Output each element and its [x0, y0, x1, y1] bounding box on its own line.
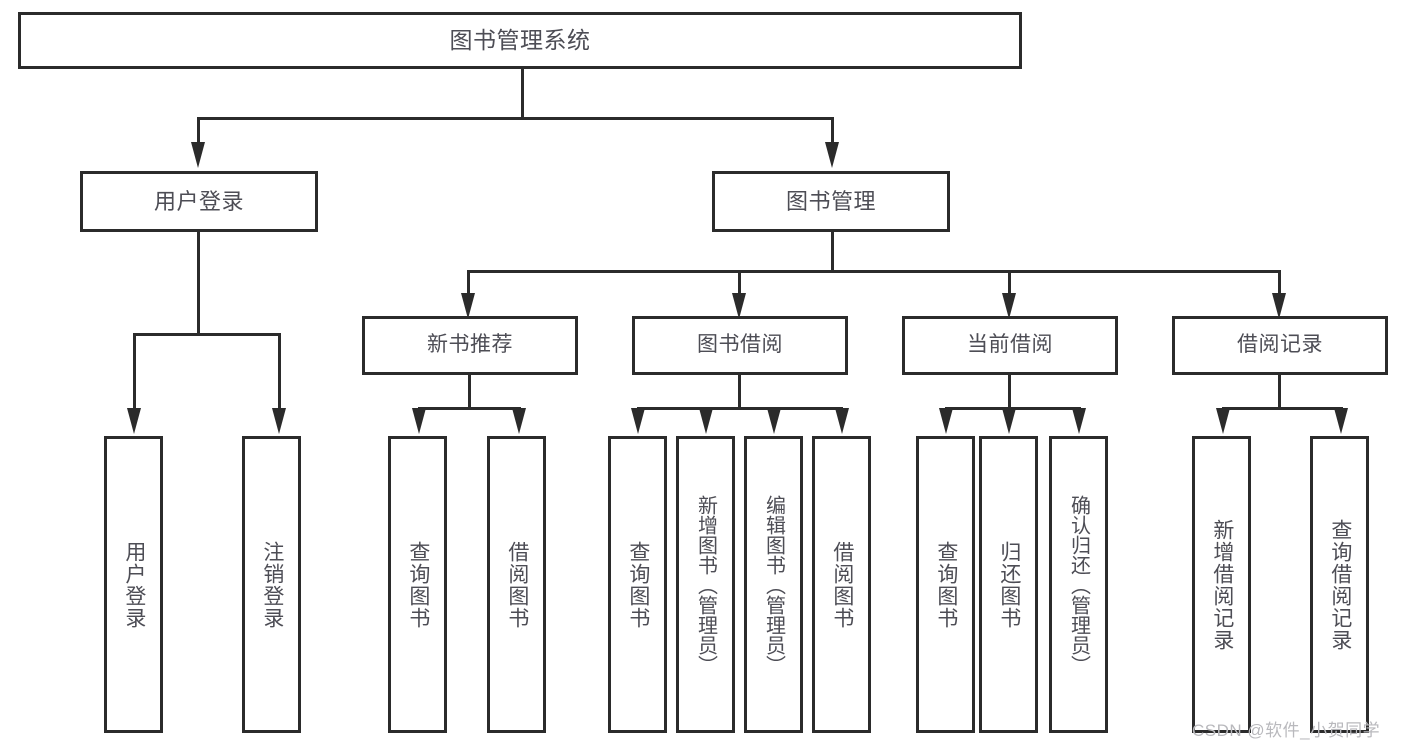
- node-label: 当前借阅: [967, 333, 1053, 357]
- node-borrow-record[interactable]: 借阅记录: [1172, 316, 1388, 375]
- leaf-user-login-logout[interactable]: 注销登录: [242, 436, 301, 733]
- connector-book-borrow-bus: [637, 407, 843, 410]
- node-new-book-recommend[interactable]: 新书推荐: [362, 316, 578, 375]
- connector-book-borrow-stem: [738, 375, 741, 409]
- leaf-user-login-login[interactable]: 用户登录: [104, 436, 163, 733]
- connector-to-current-borrow: [1008, 270, 1011, 296]
- leaf-borrow-record-add[interactable]: 新增借阅记录: [1192, 436, 1251, 733]
- node-label: 用户登录: [153, 188, 244, 214]
- leaf-book-borrow-borrow[interactable]: 借阅图书: [812, 436, 871, 733]
- leaf-current-borrow-query[interactable]: 查询图书: [916, 436, 975, 733]
- node-label: 新增借阅记录: [1210, 518, 1234, 651]
- arrowhead-book-borrow-leaf-4: [835, 408, 849, 434]
- connector-to-borrow-record: [1278, 270, 1281, 296]
- connector-to-user-login: [197, 117, 200, 145]
- arrowhead-user-login-leaf-1: [127, 408, 141, 434]
- connector-user-login-bus: [133, 333, 281, 336]
- leaf-borrow-record-query[interactable]: 查询借阅记录: [1310, 436, 1369, 733]
- node-root-system[interactable]: 图书管理系统: [18, 12, 1022, 69]
- connector-user-login-drop-1: [133, 333, 136, 411]
- node-book-borrow[interactable]: 图书借阅: [632, 316, 848, 375]
- arrowhead-current-borrow-leaf-2: [1002, 408, 1016, 434]
- connector-to-book-borrow: [738, 270, 741, 296]
- arrowhead-book-borrow-leaf-1: [631, 408, 645, 434]
- leaf-current-borrow-return[interactable]: 归还图书: [979, 436, 1038, 733]
- node-book-manage[interactable]: 图书管理: [712, 171, 950, 232]
- node-label: 归还图书: [997, 540, 1021, 629]
- connector-to-book-manage: [831, 117, 834, 145]
- node-label: 查询图书: [406, 540, 430, 629]
- node-label: 用户登录: [122, 540, 146, 629]
- connector-book-manage-stem: [831, 232, 834, 272]
- arrowhead-user-login-leaf-2: [272, 408, 286, 434]
- connector-to-new-book: [467, 270, 470, 296]
- arrowhead-to-new-book: [461, 293, 475, 319]
- node-label: 新增图书（管理员）: [694, 494, 717, 675]
- connector-new-book-stem: [468, 375, 471, 409]
- connector-borrow-record-stem: [1278, 375, 1281, 409]
- node-label: 新书推荐: [427, 333, 513, 357]
- leaf-book-borrow-query[interactable]: 查询图书: [608, 436, 667, 733]
- node-label: 查询图书: [626, 540, 650, 629]
- leaf-book-borrow-add[interactable]: 新增图书（管理员）: [676, 436, 735, 733]
- arrowhead-to-user-login: [191, 142, 205, 168]
- node-label: 查询图书: [934, 540, 958, 629]
- arrowhead-new-book-leaf-1: [412, 408, 426, 434]
- connector-user-login-stem: [197, 232, 200, 335]
- connector-level1-bus: [197, 117, 833, 120]
- arrowhead-current-borrow-leaf-3: [1072, 408, 1086, 434]
- node-current-borrow[interactable]: 当前借阅: [902, 316, 1118, 375]
- arrowhead-borrow-record-leaf-2: [1334, 408, 1348, 434]
- arrowhead-book-borrow-leaf-2: [699, 408, 713, 434]
- node-label: 借阅图书: [830, 540, 854, 629]
- node-label: 图书管理系统: [449, 27, 591, 54]
- connector-borrow-record-bus: [1222, 407, 1343, 410]
- arrowhead-book-borrow-leaf-3: [767, 408, 781, 434]
- node-label: 图书借阅: [697, 333, 783, 357]
- connector-new-book-bus: [418, 407, 521, 410]
- leaf-new-book-borrow[interactable]: 借阅图书: [487, 436, 546, 733]
- arrowhead-borrow-record-leaf-1: [1216, 408, 1230, 434]
- arrowhead-to-book-manage: [825, 142, 839, 168]
- node-label: 借阅图书: [505, 540, 529, 629]
- node-label: 编辑图书（管理员）: [762, 494, 785, 675]
- connector-level2-bus: [467, 270, 1281, 273]
- arrowhead-current-borrow-leaf-1: [939, 408, 953, 434]
- node-label: 图书管理: [785, 188, 876, 214]
- connector-root-stem: [521, 69, 524, 119]
- arrowhead-to-book-borrow: [732, 293, 746, 319]
- arrowhead-new-book-leaf-2: [512, 408, 526, 434]
- leaf-current-borrow-confirm-return[interactable]: 确认归还（管理员）: [1049, 436, 1108, 733]
- node-user-login[interactable]: 用户登录: [80, 171, 318, 232]
- node-label: 查询借阅记录: [1328, 518, 1352, 651]
- arrowhead-to-borrow-record: [1272, 293, 1286, 319]
- leaf-new-book-query[interactable]: 查询图书: [388, 436, 447, 733]
- node-label: 借阅记录: [1237, 333, 1323, 357]
- node-label: 注销登录: [260, 540, 284, 629]
- node-label: 确认归还（管理员）: [1067, 494, 1090, 675]
- connector-user-login-drop-2: [278, 333, 281, 411]
- leaf-book-borrow-edit[interactable]: 编辑图书（管理员）: [744, 436, 803, 733]
- arrowhead-to-current-borrow: [1002, 293, 1016, 319]
- connector-current-borrow-stem: [1008, 375, 1011, 409]
- csdn-watermark: CSDN @软件_小贺同学: [1192, 721, 1381, 740]
